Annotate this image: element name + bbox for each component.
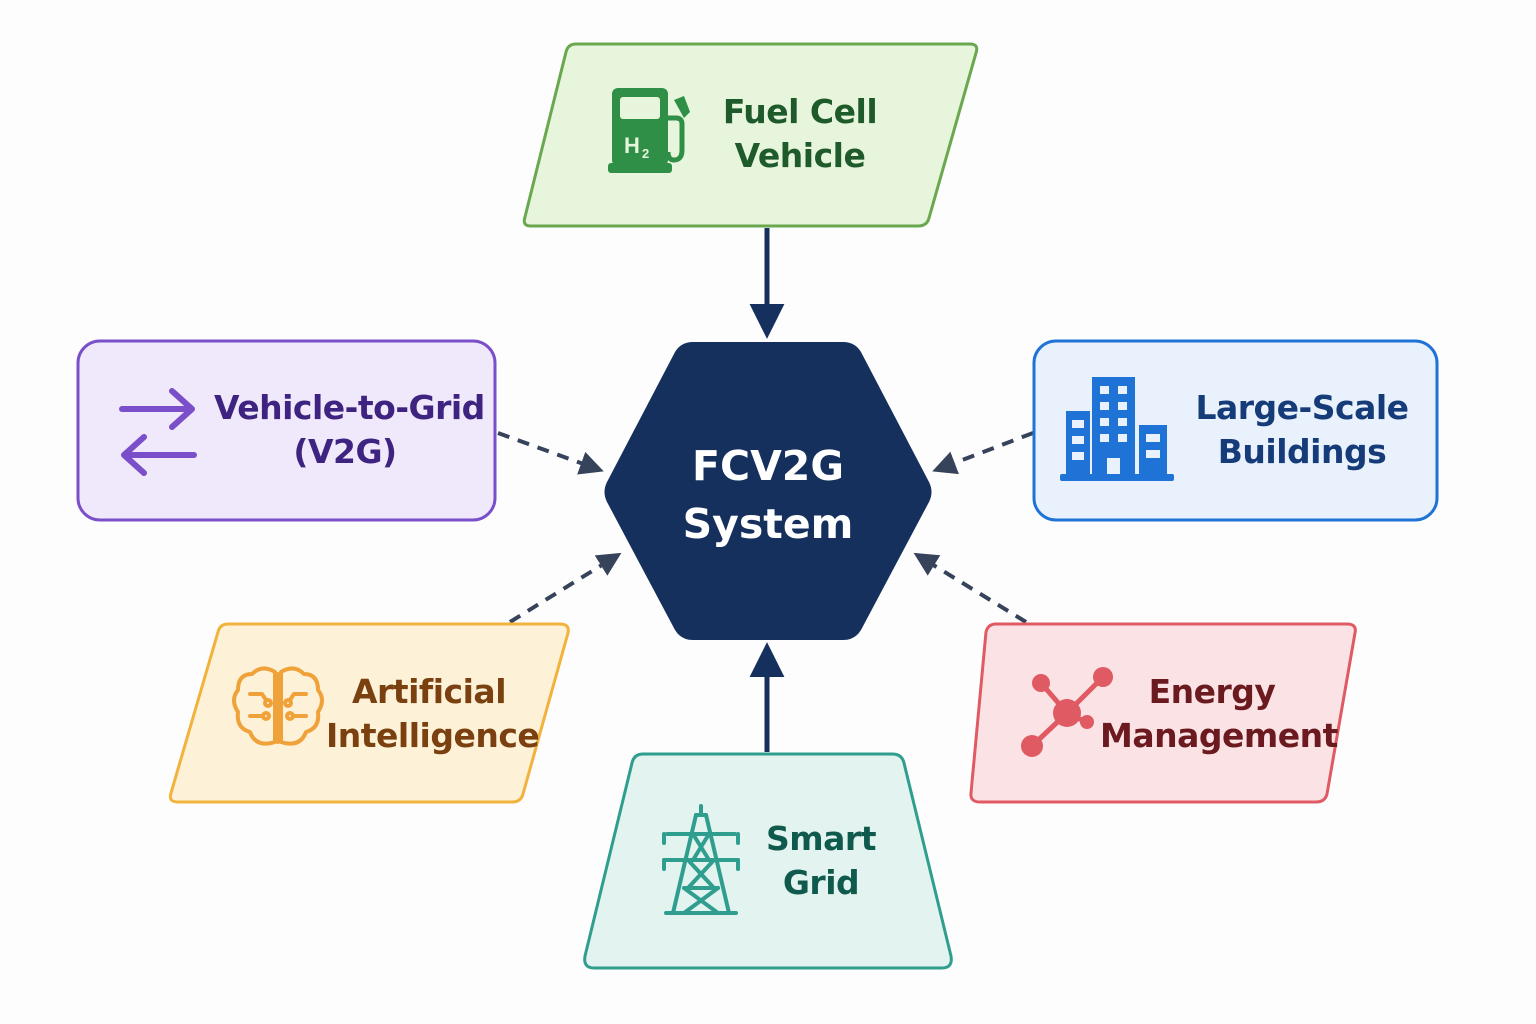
network-nodes-icon	[1021, 667, 1113, 757]
center-hexagon	[604, 342, 932, 640]
connector-ai-to-center	[508, 552, 622, 624]
ai-line2: Intelligence	[326, 716, 540, 755]
node-smart-grid	[583, 752, 953, 970]
center-label-line1: FCV2G	[691, 442, 844, 490]
brain-circuit-icon	[232, 666, 324, 746]
svg-text:2: 2	[642, 146, 649, 161]
hydrogen-fuel-pump-icon: H 2	[608, 88, 690, 173]
smart-grid-line2: Grid	[782, 863, 860, 902]
connector-buildings-to-center	[932, 431, 1034, 475]
v2g-label: Vehicle-to-Grid (V2G)	[214, 386, 485, 474]
v2g-shape	[76, 339, 497, 522]
ai-label: Artificial Intelligence	[326, 670, 540, 758]
buildings-line1: Large-Scale	[1195, 388, 1409, 427]
fuel-cell-vehicle-line1: Fuel Cell	[722, 92, 878, 131]
bidirectional-arrows-icon	[119, 388, 197, 476]
v2g-line1: Vehicle-to-Grid	[214, 388, 485, 427]
v2g-line2: (V2G)	[293, 432, 397, 471]
connectors	[497, 228, 1034, 752]
buildings-icon	[1060, 377, 1174, 481]
fuel-cell-vehicle-line2: Vehicle	[734, 136, 866, 175]
node-buildings	[1032, 339, 1439, 522]
energy-management-label: Energy Management	[1100, 670, 1338, 758]
smart-grid-line1: Smart	[766, 819, 876, 858]
svg-text:H: H	[624, 133, 640, 158]
connector-energy-to-center	[913, 552, 1028, 624]
energy-management-line2: Management	[1100, 716, 1338, 755]
smart-grid-label: Smart Grid	[750, 817, 892, 905]
node-v2g	[76, 339, 497, 522]
ai-line1: Artificial	[351, 672, 507, 711]
energy-management-line1: Energy	[1148, 672, 1276, 711]
transmission-tower-icon	[662, 804, 740, 915]
node-energy-management	[969, 622, 1357, 804]
center-label-line2: System	[682, 500, 854, 548]
fuel-cell-vehicle-label: Fuel Cell Vehicle	[700, 90, 900, 178]
connector-v2g-to-center	[497, 431, 604, 475]
center-label: FCV2G System	[605, 437, 931, 553]
buildings-label: Large-Scale Buildings	[1186, 386, 1418, 474]
energy-shape	[969, 622, 1357, 804]
buildings-line2: Buildings	[1217, 432, 1387, 471]
node-ai	[168, 622, 570, 804]
node-fuel-cell-vehicle: H 2	[522, 42, 979, 228]
